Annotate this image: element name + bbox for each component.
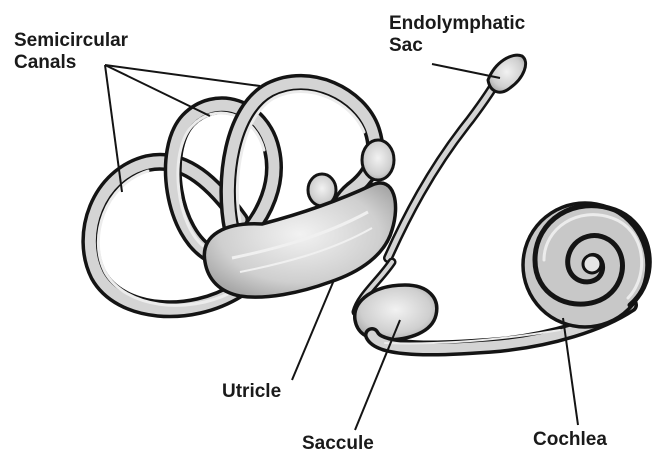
label-utricle: Utricle bbox=[222, 381, 281, 403]
label-cochlea: Cochlea bbox=[533, 429, 607, 451]
label-endolymphatic-line1: Endolymphatic bbox=[389, 13, 525, 35]
endolymphatic-duct bbox=[388, 55, 526, 258]
label-endolymphatic-line2: Sac bbox=[389, 35, 525, 57]
endolymphatic-sac-shape bbox=[488, 55, 526, 92]
label-endolymphatic-sac: Endolymphatic Sac bbox=[389, 13, 525, 57]
label-semicircular-canals: Semicircular Canals bbox=[14, 30, 128, 74]
label-saccule: Saccule bbox=[302, 433, 374, 455]
leader-endolymphatic bbox=[432, 64, 500, 78]
leader-utricle bbox=[292, 280, 334, 380]
ampulla-upper bbox=[362, 140, 394, 180]
label-semicircular-line1: Semicircular bbox=[14, 30, 128, 52]
label-semicircular-line2: Canals bbox=[14, 52, 128, 74]
cochlea-spiral bbox=[523, 203, 649, 327]
